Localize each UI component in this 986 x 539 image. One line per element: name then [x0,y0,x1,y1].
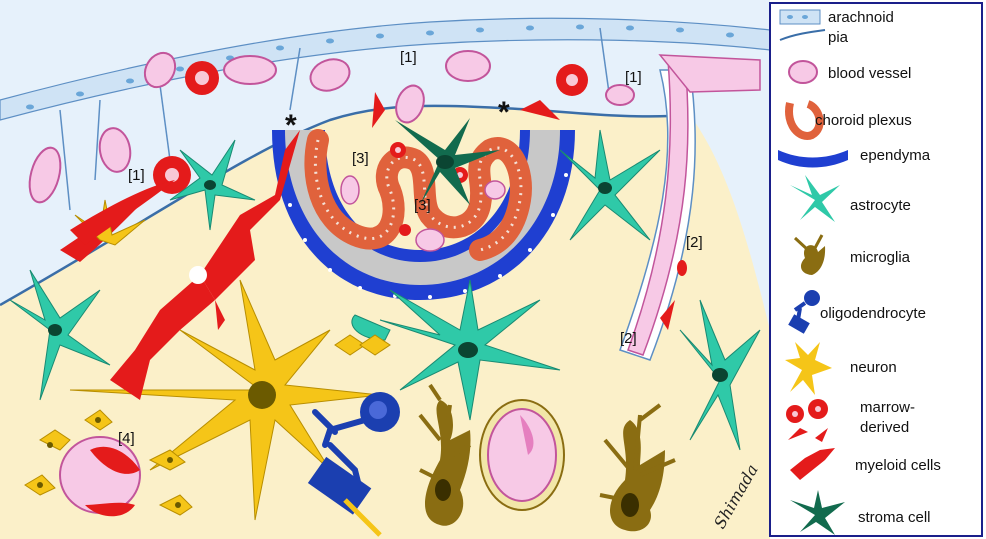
label-sas-right: [1] [625,69,642,86]
legend-label-pia: pia [828,29,849,46]
legend-label-stroma: stroma cell [858,509,931,526]
label-perivascular-upper: [2] [686,234,703,251]
legend-label-ependyma: ependyma [860,147,931,164]
legend-label-oligodendrocyte: oligodendrocyte [820,305,926,322]
asterisk-right: * [498,96,510,129]
legend-label-vessel: blood vessel [828,65,911,82]
legend-vessel-icon [789,61,817,83]
asterisk-left: * [285,109,297,142]
legend-label-astrocyte: astrocyte [850,197,911,214]
label-choroid-center: [3] [414,197,431,214]
vessel-cell [677,260,687,276]
diagram-area: [1] [1] [1] [2] [2] [3] [3] [4] * * Shim… [0,0,770,539]
legend-label-microglia: microglia [850,249,911,266]
legend-label-derived: derived [860,419,909,436]
legend-label-choroid: choroid plexus [815,112,912,129]
legend-label-neuron: neuron [850,359,897,376]
legend: arachnoid pia blood vessel choroid plexu… [770,3,982,536]
stroma-nucleus [436,155,454,169]
legend-label-marrow: marrow- [860,399,915,416]
label-sas-left: [1] [128,167,145,184]
label-perivascular-lower: [2] [620,330,637,347]
label-parenchyma: [4] [118,430,135,447]
legend-label-arachnoid: arachnoid [828,9,894,26]
label-sas-top: [1] [400,49,417,66]
label-choroid-left: [3] [352,150,369,167]
myeloid-nucleus [189,266,207,284]
legend-arachnoid-icon [780,10,820,24]
legend-label-myeloid: myeloid cells [855,457,941,474]
